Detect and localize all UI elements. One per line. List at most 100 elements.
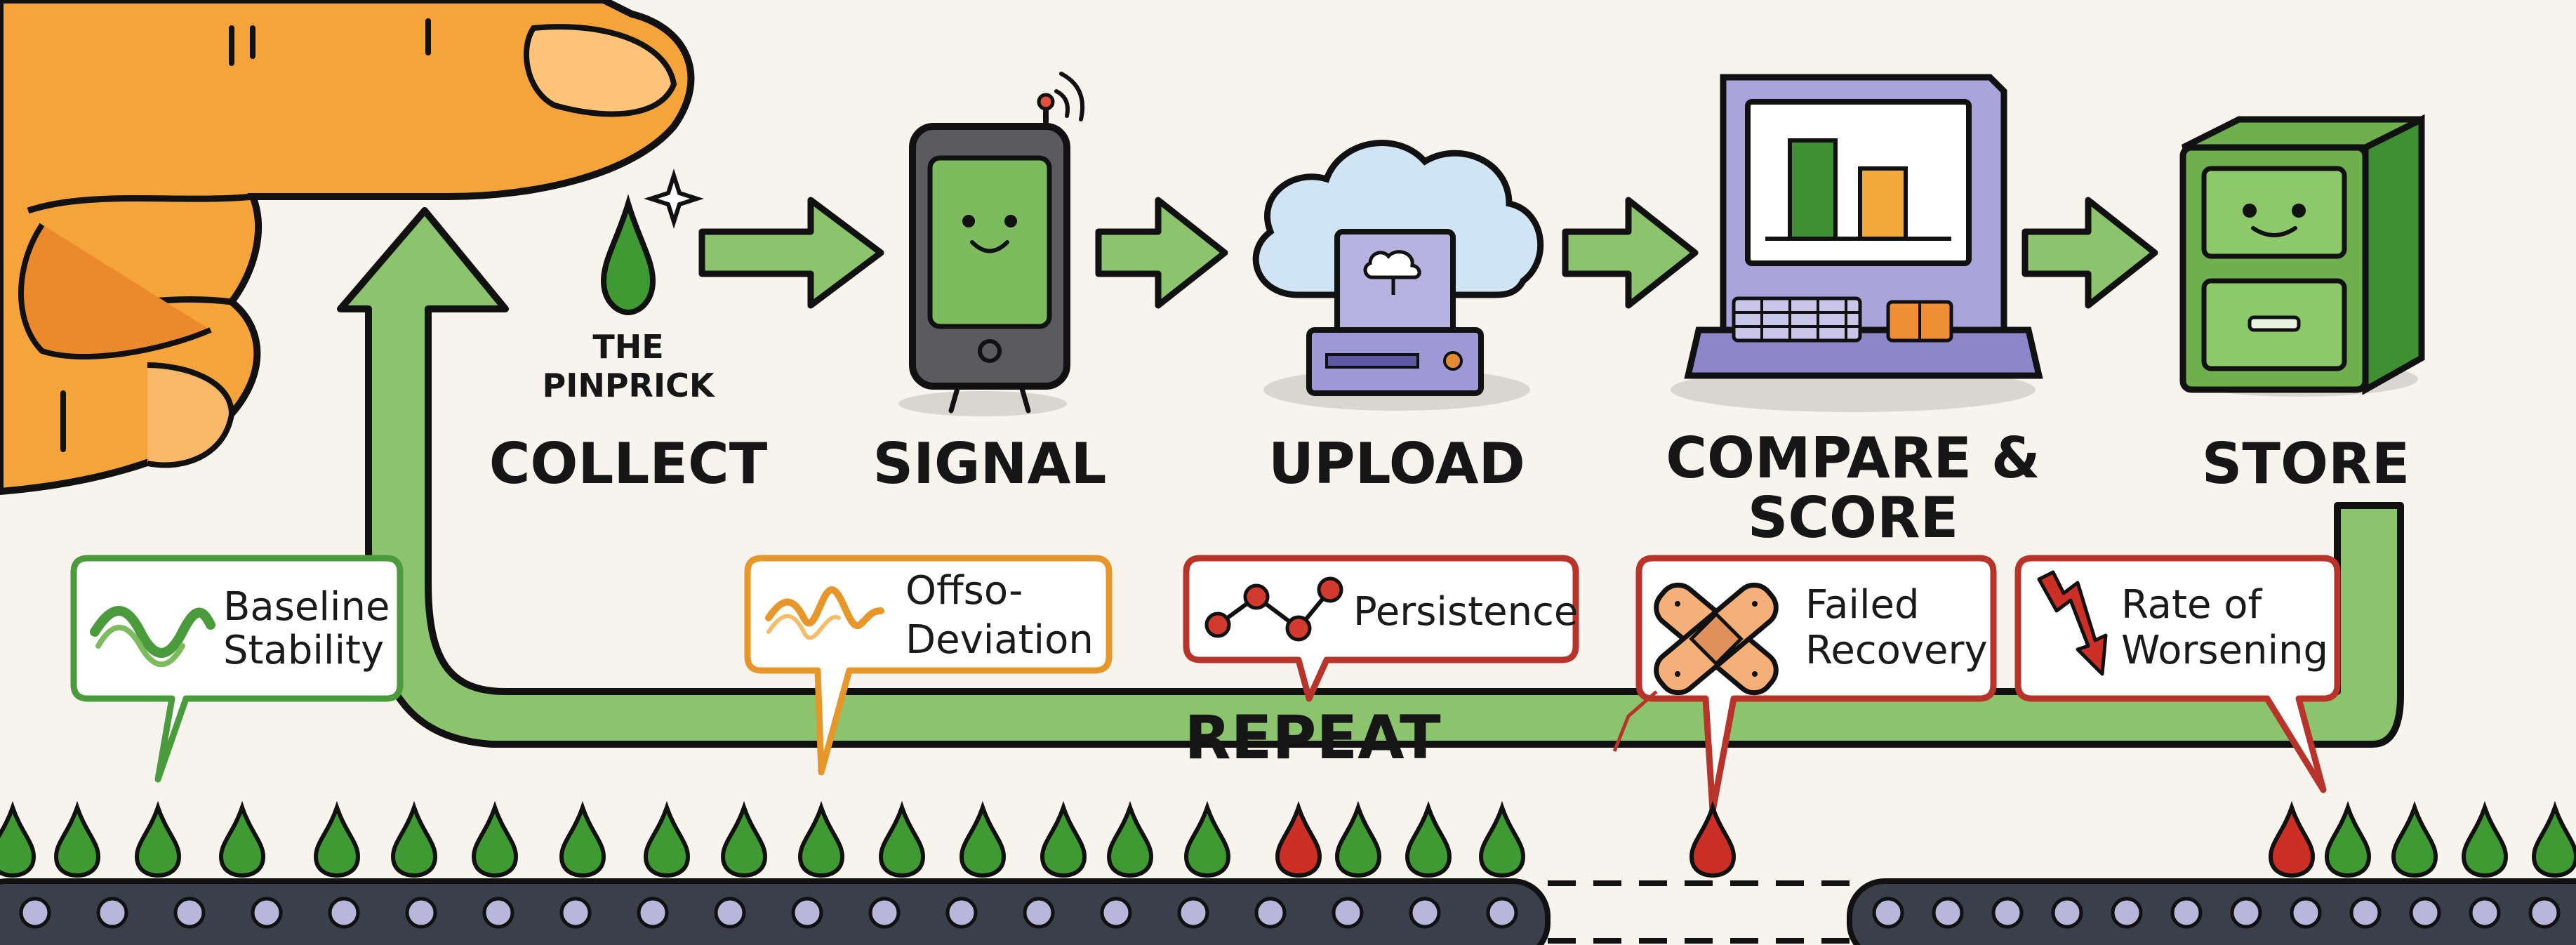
roller-icon bbox=[714, 897, 746, 929]
red-drop-icon bbox=[1275, 800, 1322, 878]
wave-icon bbox=[90, 606, 215, 658]
green-drop-icon bbox=[959, 800, 1007, 878]
bubble-rate-line1: Rate of bbox=[2121, 582, 2262, 628]
green-drop-icon bbox=[643, 800, 691, 878]
roller-icon bbox=[1409, 897, 1441, 929]
down-trend-arrow-icon bbox=[2037, 570, 2108, 676]
connected-dots-icon bbox=[1204, 576, 1343, 642]
roller-icon bbox=[173, 897, 206, 929]
roller-icon bbox=[637, 897, 669, 929]
green-drop-icon bbox=[1040, 800, 1087, 878]
red-drop-icon bbox=[2268, 800, 2316, 878]
roller-icon bbox=[2469, 897, 2501, 929]
cloud-upload-icon bbox=[1252, 140, 1544, 396]
step-compare-label-2: SCORE bbox=[1748, 485, 1959, 550]
red-drop-icon bbox=[1689, 800, 1737, 878]
bubble-offso-line2: Deviation bbox=[905, 617, 1094, 663]
roller-icon bbox=[328, 897, 360, 929]
cabinet-icon bbox=[2179, 114, 2425, 395]
green-drop-icon bbox=[1106, 800, 1154, 878]
bubble-rate-of-worsening: Rate of Worsening bbox=[2014, 555, 2341, 793]
phone-icon bbox=[909, 72, 1085, 414]
roller-icon bbox=[251, 897, 283, 929]
flow-arrow-1 bbox=[698, 197, 884, 309]
step-upload: UPLOAD bbox=[1252, 140, 1544, 496]
green-drop-icon bbox=[797, 800, 845, 878]
roller-icon bbox=[1486, 897, 1518, 929]
green-drop-icon bbox=[2391, 800, 2438, 878]
bandage-icon bbox=[1612, 582, 1779, 752]
roller-icon bbox=[1932, 897, 1964, 929]
bubble-baseline-line1: Baseline bbox=[223, 584, 390, 630]
blood-drop-icon bbox=[600, 194, 656, 316]
green-drop-icon bbox=[1183, 800, 1231, 878]
green-drop-icon bbox=[471, 800, 519, 878]
green-drop-icon bbox=[2531, 800, 2576, 878]
green-drop-icon bbox=[720, 800, 768, 878]
step-collect: THE PINPRICK COLLECT bbox=[489, 168, 768, 496]
roller-icon bbox=[945, 897, 978, 929]
green-drop-icon bbox=[53, 800, 101, 878]
green-drop-icon bbox=[1478, 800, 1526, 878]
step-compare-label: COMPARE & bbox=[1666, 425, 2040, 491]
deviation-wave-icon bbox=[765, 586, 884, 630]
roller-icon bbox=[868, 897, 901, 929]
bubble-persistence: Persistence bbox=[1183, 555, 1579, 702]
roller-icon bbox=[2528, 897, 2561, 929]
green-drop-icon bbox=[218, 800, 266, 878]
roller-icon bbox=[1023, 897, 1055, 929]
roller-icon bbox=[1254, 897, 1287, 929]
roller-icon bbox=[1872, 897, 1904, 929]
step-store: STORE bbox=[2179, 114, 2425, 496]
green-drop-icon bbox=[2324, 800, 2372, 878]
step-collect-sub: THE bbox=[592, 328, 663, 366]
green-drop-icon bbox=[878, 800, 926, 878]
step-collect-sub-2: PINPRICK bbox=[543, 366, 716, 404]
flow-arrow-4 bbox=[2021, 197, 2158, 309]
computer-icon bbox=[1684, 74, 2043, 379]
conveyor-belt bbox=[0, 878, 2576, 945]
bubble-failed-line2: Recovery bbox=[1805, 628, 1988, 673]
roller-icon bbox=[1177, 897, 1209, 929]
bubble-offso-line1: Offso- bbox=[905, 568, 1023, 614]
step-signal-label: SIGNAL bbox=[873, 431, 1107, 496]
green-drop-icon bbox=[1334, 800, 1382, 878]
roller-icon bbox=[405, 897, 437, 929]
green-drop-icon bbox=[0, 800, 36, 878]
roller-icon bbox=[2409, 897, 2441, 929]
green-drop-icon bbox=[2461, 800, 2509, 878]
roller-icon bbox=[2349, 897, 2382, 929]
bubble-persistence-line1: Persistence bbox=[1353, 589, 1578, 635]
roller-icon bbox=[1991, 897, 2024, 929]
belt-rollers bbox=[19, 897, 2561, 929]
flow-arrow-3 bbox=[1562, 197, 1699, 309]
roller-icon bbox=[2170, 897, 2203, 929]
green-drop-icon bbox=[559, 800, 606, 878]
green-drop-icon bbox=[313, 800, 361, 878]
bubble-rate-line2: Worsening bbox=[2121, 628, 2328, 673]
roller-icon bbox=[791, 897, 823, 929]
roller-icon bbox=[559, 897, 592, 929]
roller-icon bbox=[96, 897, 128, 929]
roller-icon bbox=[2051, 897, 2083, 929]
step-collect-label: COLLECT bbox=[489, 431, 768, 496]
sparkle-icon bbox=[644, 168, 704, 229]
step-upload-label: UPLOAD bbox=[1268, 431, 1525, 496]
step-compare: COMPARE & SCORE bbox=[1666, 74, 2043, 550]
roller-icon bbox=[1100, 897, 1132, 929]
green-drop-icon bbox=[134, 800, 182, 878]
repeat-label: REPEAT bbox=[1184, 703, 1441, 773]
bubble-baseline-stability: Baseline Stability bbox=[70, 555, 404, 783]
green-drop-icon bbox=[390, 800, 438, 878]
roller-icon bbox=[482, 897, 514, 929]
roller-icon bbox=[19, 897, 51, 929]
roller-icon bbox=[2230, 897, 2262, 929]
flow-arrow-2 bbox=[1095, 197, 1228, 309]
bubble-offso-deviation: Offso- Deviation bbox=[744, 555, 1113, 776]
bubble-failed-recovery: Failed Recovery bbox=[1612, 555, 1997, 814]
roller-icon bbox=[2111, 897, 2143, 929]
finger-icon bbox=[0, 0, 695, 496]
bubble-failed-line1: Failed bbox=[1805, 582, 1920, 628]
step-signal: SIGNAL bbox=[873, 72, 1107, 496]
